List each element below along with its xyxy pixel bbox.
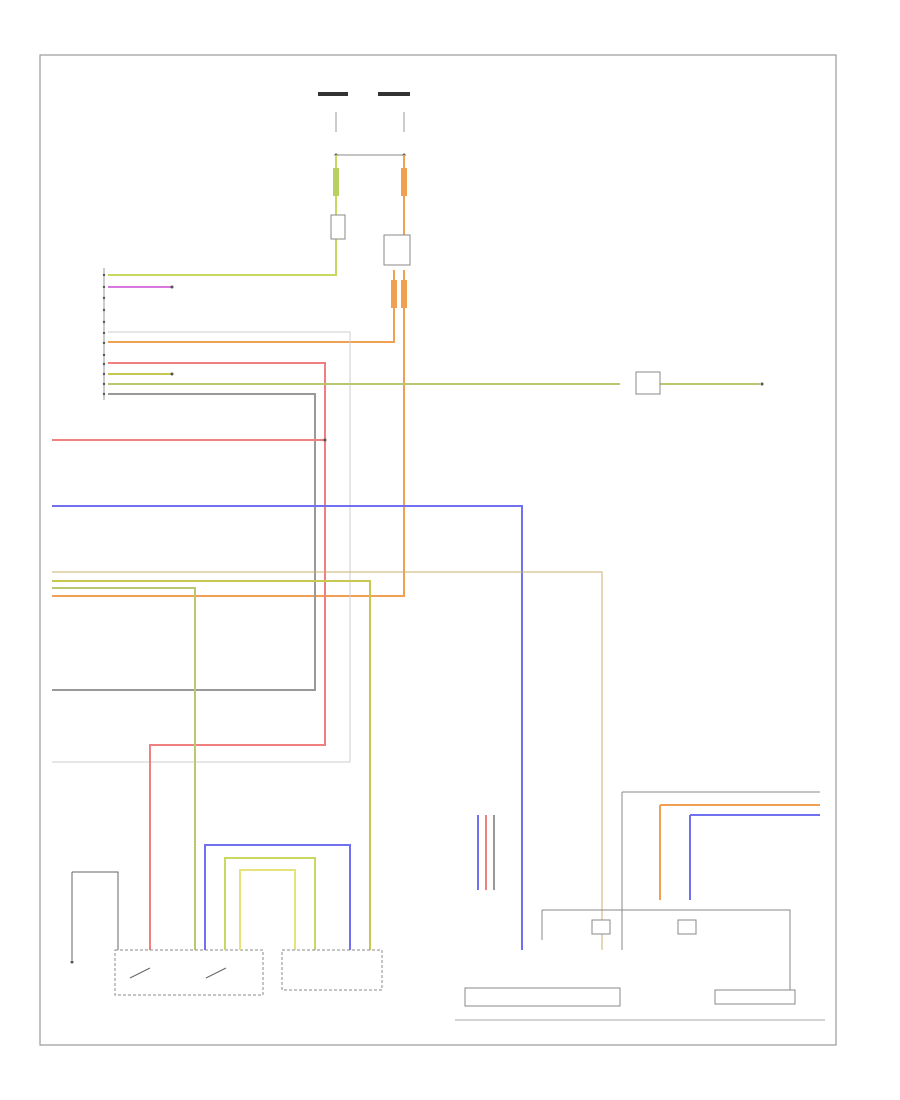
wire-red-a — [108, 362, 326, 950]
fuse-block — [318, 92, 410, 157]
wire-green-mid — [52, 587, 196, 950]
bottom-left-switch — [114, 949, 264, 996]
diagram-frame — [39, 54, 837, 1046]
wire-white — [52, 331, 351, 763]
wire-yellow-green-mid — [52, 580, 371, 950]
wire-gray — [52, 393, 316, 691]
module-a — [330, 214, 346, 240]
wire-blue — [52, 505, 523, 950]
pressure-sensor — [477, 815, 495, 890]
wire-brown — [52, 571, 603, 950]
wire-orange-top — [52, 155, 407, 597]
bottom-right-cluster — [455, 791, 825, 1021]
module-c — [635, 371, 661, 395]
bottom-left-sensor — [70, 871, 119, 964]
wire-yellow-green-top — [108, 155, 339, 276]
left-connector — [102, 268, 106, 400]
module-b — [383, 234, 411, 266]
bottom-center-sensor — [204, 844, 383, 991]
